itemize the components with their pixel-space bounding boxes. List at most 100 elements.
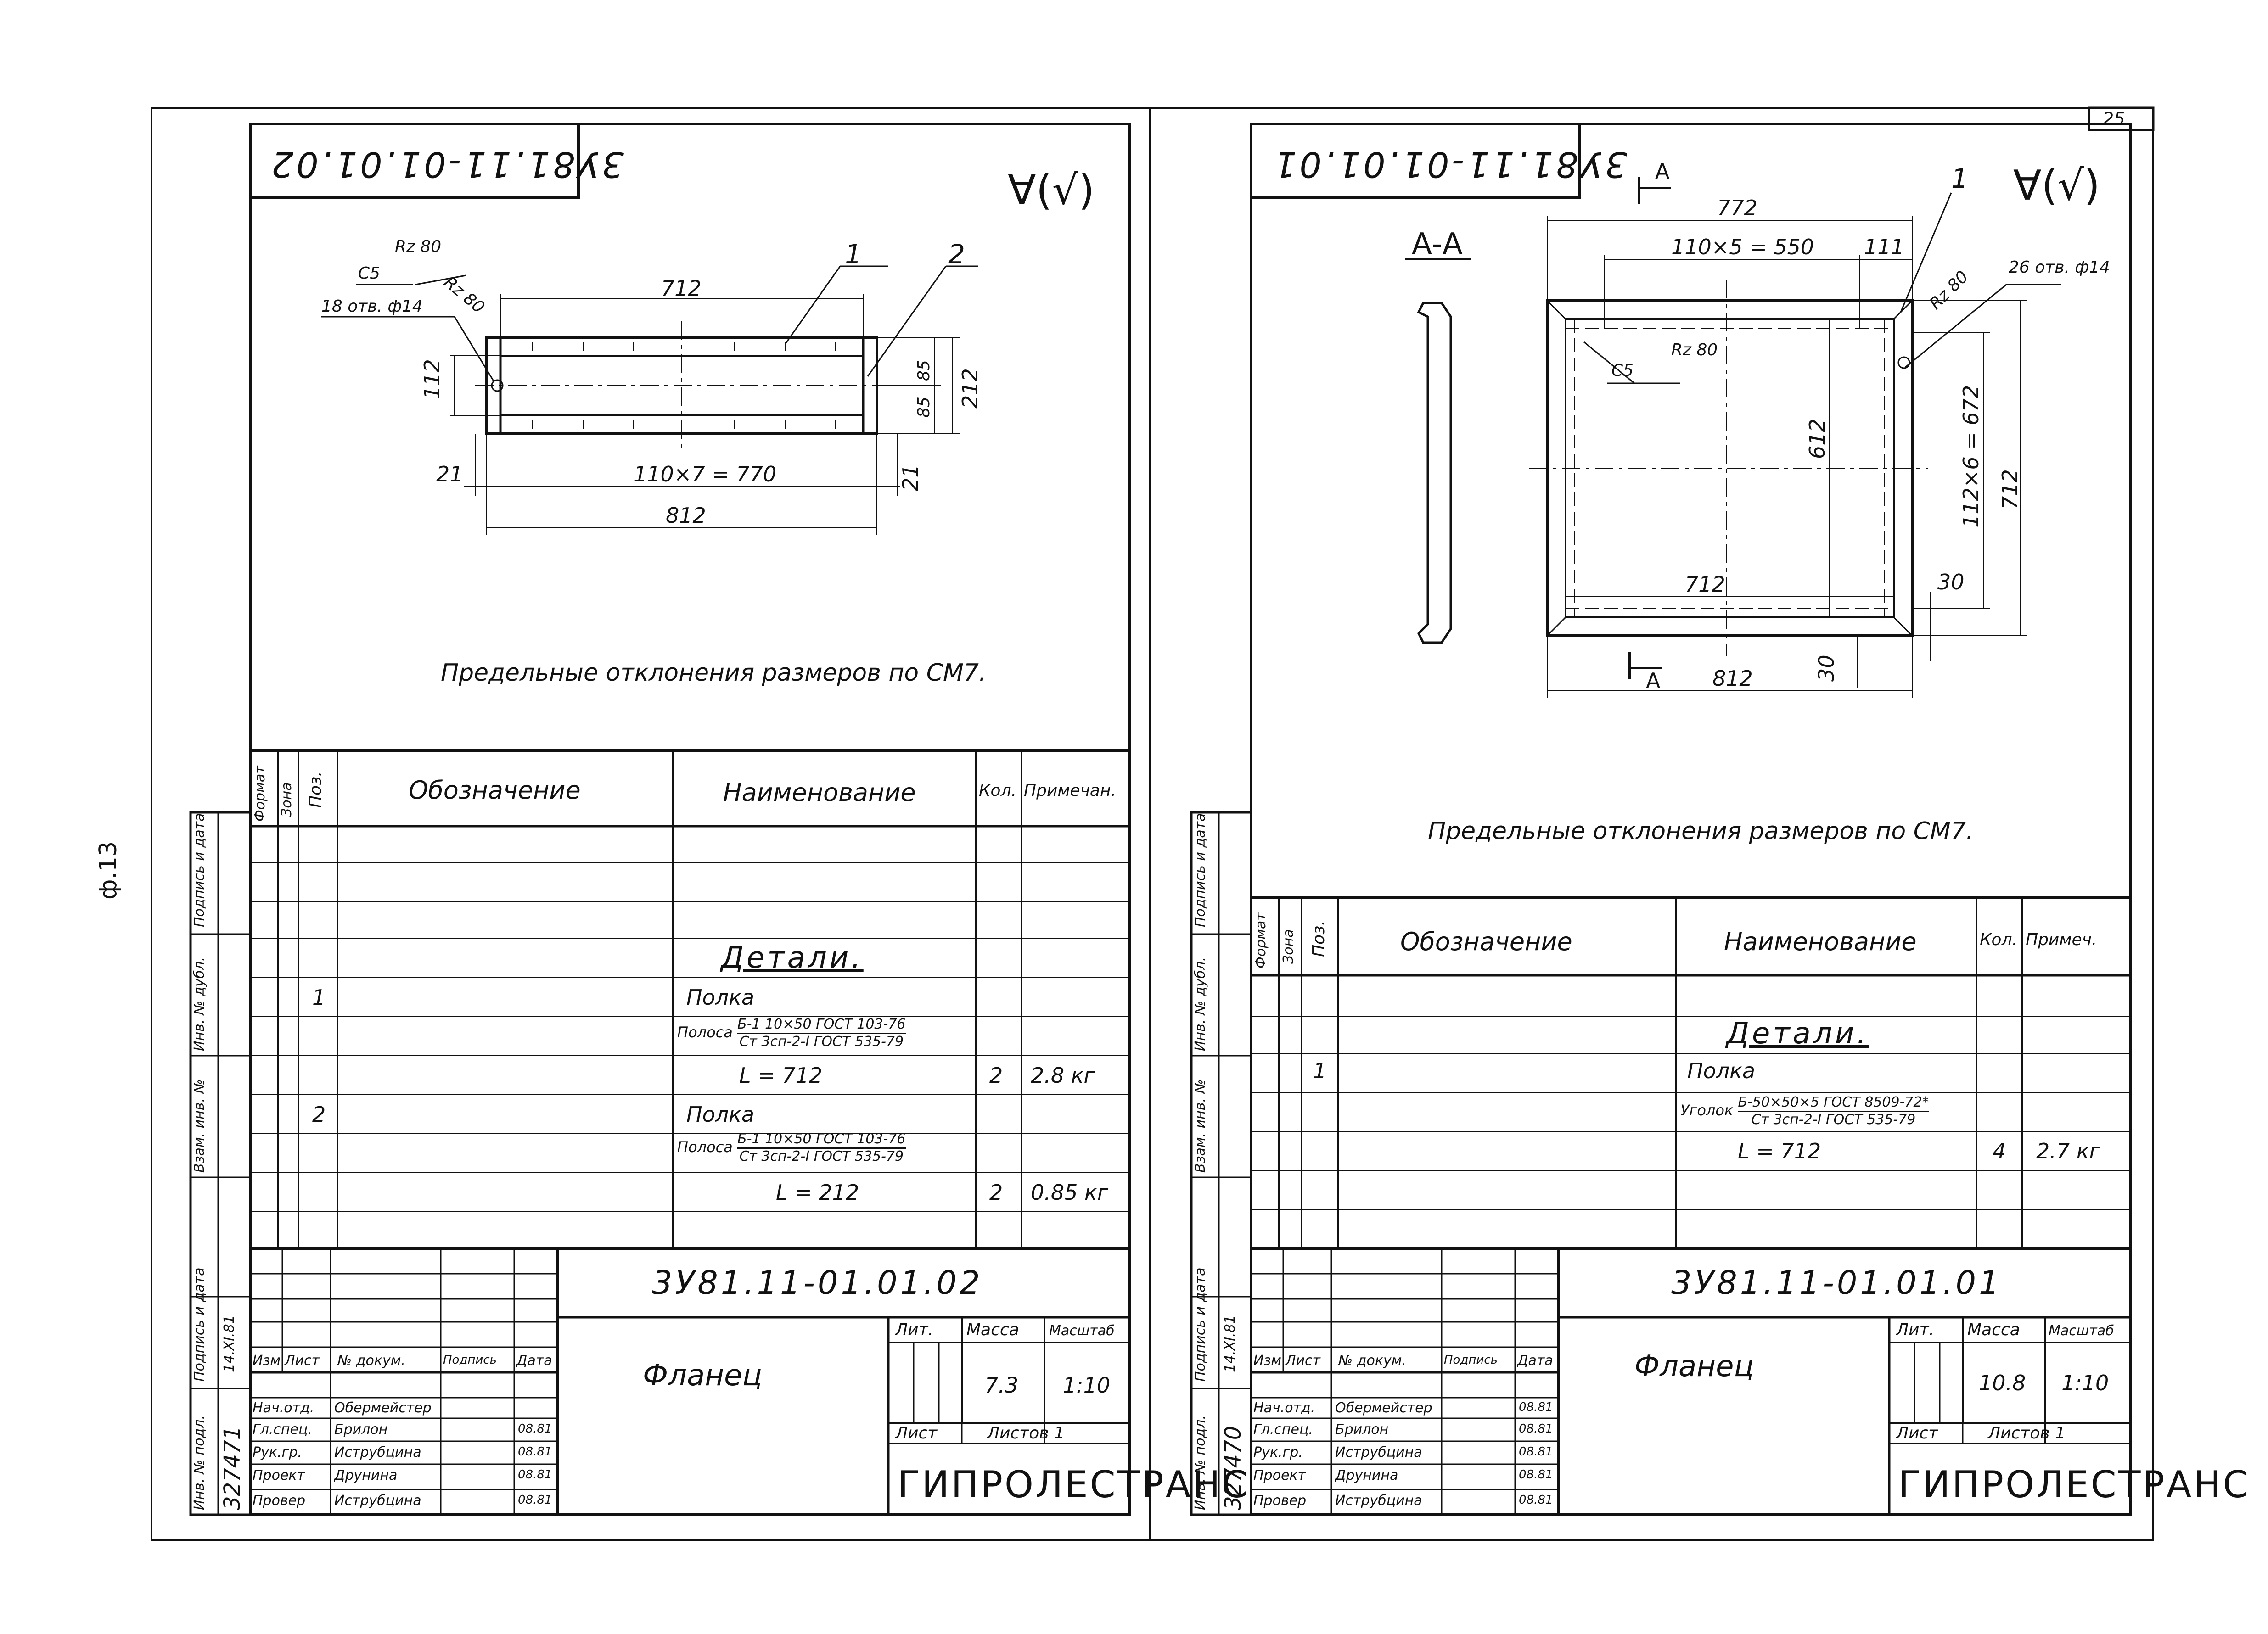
item2-length: L = 212 bbox=[776, 1180, 859, 1205]
left-col-sign: Подпись bbox=[443, 1353, 497, 1367]
right-date-2: 08.81 bbox=[1519, 1445, 1553, 1459]
page-number: 25 bbox=[2103, 109, 2125, 129]
right-name-0: Обермейстер bbox=[1335, 1400, 1432, 1416]
left-strip-sign-date: Подпись и дата bbox=[191, 1267, 208, 1382]
right-lit-label: Лит. bbox=[1896, 1321, 1934, 1339]
left-name-4: Иструбцина bbox=[334, 1493, 421, 1509]
dim-712-horizontal: 712 bbox=[1685, 572, 1725, 597]
right-mass-label: Масса bbox=[1967, 1321, 2020, 1339]
dim-812: 812 bbox=[666, 503, 706, 528]
left-roughness-symbol: ∀(√) bbox=[1008, 166, 1095, 214]
item2-qty: 2 bbox=[989, 1180, 1003, 1205]
dim-85b: 85 bbox=[915, 397, 933, 418]
left-date-1: 08.81 bbox=[518, 1422, 552, 1436]
right-date-1: 08.81 bbox=[1519, 1422, 1553, 1436]
right-roughness-symbol: ∀(√) bbox=[2013, 162, 2100, 210]
right-scale-value: 1:10 bbox=[2061, 1371, 2109, 1395]
item1-frac-top: Б-1 10×50 ГОСТ 103-76 bbox=[737, 1016, 906, 1034]
r-hdr-zone: Зона bbox=[1280, 929, 1297, 964]
right-sheets-label: Листов 1 bbox=[1988, 1424, 2066, 1443]
right-strip-inv-podl: Инв. № подл. bbox=[1192, 1415, 1208, 1510]
cut-a-bottom: А bbox=[1646, 668, 1661, 693]
left-scale-label: Масштаб bbox=[1049, 1323, 1115, 1339]
item2-pos: 2 bbox=[312, 1102, 326, 1127]
item1-name: Полка bbox=[686, 985, 755, 1010]
hdr-pos: Поз. bbox=[306, 771, 325, 808]
dim-772: 772 bbox=[1717, 196, 1757, 220]
right-role-2: Рук.гр. bbox=[1253, 1444, 1303, 1461]
left-strip-inv-number: 327471 bbox=[219, 1426, 245, 1510]
left-tolerance-note: Предельные отклонения размеров по СМ7. bbox=[441, 659, 987, 687]
left-title: Фланец bbox=[643, 1359, 762, 1393]
r-hdr-name: Наименование bbox=[1724, 927, 1917, 956]
left-scale-value: 1:10 bbox=[1063, 1373, 1111, 1398]
item1-frac-bot: Ст 3сп-2-I ГОСТ 535-79 bbox=[739, 1033, 904, 1050]
right-title: Фланец bbox=[1634, 1349, 1754, 1383]
right-date-3: 08.81 bbox=[1519, 1468, 1553, 1482]
dim-112: 112 bbox=[420, 359, 444, 399]
r-item1-frac-top: Б-50×50×5 ГОСТ 8509-72* bbox=[1738, 1094, 1929, 1112]
right-role-3: Проект bbox=[1253, 1467, 1306, 1483]
item1-length: L = 712 bbox=[739, 1063, 823, 1088]
right-strip-sign-date2: Подпись и дата bbox=[1192, 813, 1208, 928]
left-doc-code: 3У81.11-01.01.02 bbox=[652, 1264, 983, 1302]
item2-note: 0.85 кг bbox=[1031, 1180, 1108, 1205]
hdr-note: Примечан. bbox=[1024, 781, 1116, 800]
hdr-designation: Обозначение bbox=[409, 776, 581, 805]
right-role-0: Нач.отд. bbox=[1253, 1400, 1315, 1416]
dim-85a: 85 bbox=[915, 360, 933, 381]
right-tolerance-note: Предельные отклонения размеров по СМ7. bbox=[1428, 817, 1974, 845]
right-col-list: Лист bbox=[1286, 1353, 1321, 1369]
left-role-3: Проект bbox=[253, 1467, 305, 1483]
right-col-doc: № докум. bbox=[1338, 1353, 1406, 1369]
right-pos-1-label: 1 bbox=[1951, 163, 1968, 194]
r-section-details: Детали. bbox=[1726, 1017, 1869, 1051]
dim-712-top: 712 bbox=[661, 276, 702, 301]
pos-2-label: 2 bbox=[948, 239, 965, 270]
section-details: Детали. bbox=[721, 941, 864, 975]
cut-a-top: А bbox=[1655, 159, 1670, 184]
dim-pitch-550: 110×5 = 550 bbox=[1671, 235, 1814, 259]
r-item1-name: Полка bbox=[1687, 1058, 1756, 1083]
right-strip-inv-number: 327470 bbox=[1220, 1426, 1246, 1510]
right-role-1: Гл.спец. bbox=[1253, 1421, 1313, 1438]
item1-note: 2.8 кг bbox=[1031, 1063, 1095, 1088]
right-date-0: 08.81 bbox=[1519, 1400, 1553, 1414]
holes-label: 18 отв. ф14 bbox=[321, 297, 423, 316]
item1-pos: 1 bbox=[312, 985, 326, 1010]
left-sheets-label: Листов 1 bbox=[987, 1424, 1065, 1443]
r-item1-material-row: Уголок Б-50×50×5 ГОСТ 8509-72*Ст 3сп-2-I… bbox=[1680, 1094, 1929, 1128]
dim-111: 111 bbox=[1864, 235, 1904, 259]
r-item1-qty: 4 bbox=[1993, 1139, 2006, 1164]
dim-pitch-770: 110×7 = 770 bbox=[634, 462, 777, 487]
left-strip-sign-date2: Подпись и дата bbox=[191, 813, 208, 928]
right-name-2: Иструбцина bbox=[1335, 1444, 1422, 1461]
left-role-0: Нач.отд. bbox=[253, 1400, 314, 1416]
r-hdr-designation: Обозначение bbox=[1400, 927, 1572, 956]
dim-612: 612 bbox=[1805, 419, 1830, 459]
left-role-4: Провер bbox=[253, 1493, 306, 1509]
right-org: ГИПРОЛЕСТРАНС bbox=[1898, 1463, 2251, 1506]
item2-frac-bot: Ст 3сп-2-I ГОСТ 535-79 bbox=[739, 1148, 904, 1164]
dim-21-right: 21 bbox=[898, 464, 923, 491]
right-col-date: Дата bbox=[1517, 1353, 1553, 1369]
r-hdr-format: Формат bbox=[1253, 912, 1269, 968]
left-col-izm: Изм bbox=[253, 1353, 281, 1369]
right-weld-label: С5 bbox=[1611, 361, 1634, 380]
r-item1-length: L = 712 bbox=[1738, 1139, 1821, 1164]
dim-30-bottom: 30 bbox=[1814, 655, 1839, 682]
dim-30-right: 30 bbox=[1937, 570, 1965, 594]
hdr-qty: Кол. bbox=[979, 781, 1017, 800]
section-aa-label: А-А bbox=[1412, 227, 1463, 261]
item1-material: Полоса bbox=[677, 1024, 733, 1041]
right-name-3: Друнина bbox=[1335, 1467, 1398, 1483]
r-item1-frac-bot: Ст 3сп-2-I ГОСТ 535-79 bbox=[1751, 1111, 1916, 1128]
left-lit-label: Лит. bbox=[895, 1321, 933, 1339]
dim-212: 212 bbox=[958, 368, 982, 408]
right-mass-value: 10.8 bbox=[1979, 1371, 2026, 1395]
left-role-2: Рук.гр. bbox=[253, 1444, 302, 1461]
dim-pitch-672: 112×6 = 672 bbox=[1959, 385, 1983, 528]
right-stamp-code: 3У81.11-01.01.01 bbox=[1272, 144, 1628, 185]
right-date-4: 08.81 bbox=[1519, 1493, 1553, 1507]
